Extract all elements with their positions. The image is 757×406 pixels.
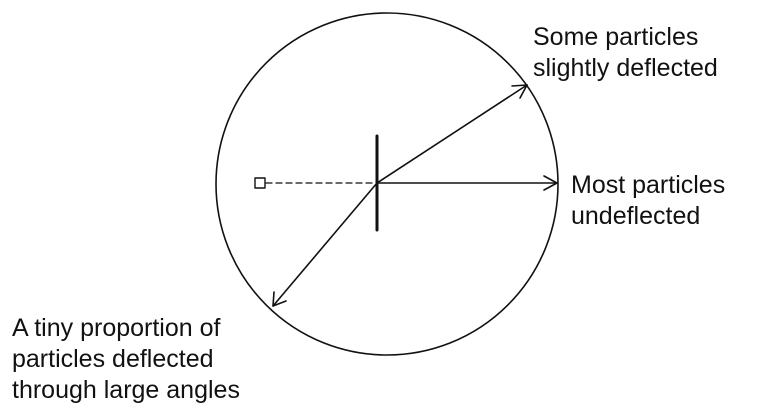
label-large-angle-line-3: through large angles — [12, 376, 240, 404]
label-large-angle-line-1: A tiny proportion of — [12, 314, 221, 342]
label-slightly-deflected-line-2: slightly deflected — [533, 54, 718, 82]
label-large-angle-deflection: A tiny proportion of particles deflected… — [12, 313, 240, 406]
large-angle-arrow — [272, 182, 378, 307]
source-box — [254, 177, 266, 189]
slightly-deflected-arrow — [376, 84, 528, 184]
label-slightly-deflected: Some particles slightly deflected — [533, 22, 718, 84]
label-large-angle-line-2: particles deflected — [12, 345, 214, 373]
detector-circle — [215, 12, 559, 356]
label-undeflected-line-1: Most particles — [571, 171, 726, 199]
label-slightly-deflected-line-1: Some particles — [533, 23, 699, 51]
label-undeflected: Most particles undeflected — [571, 170, 725, 232]
label-undeflected-line-2: undeflected — [571, 202, 701, 230]
undeflected-arrow — [376, 175, 558, 191]
